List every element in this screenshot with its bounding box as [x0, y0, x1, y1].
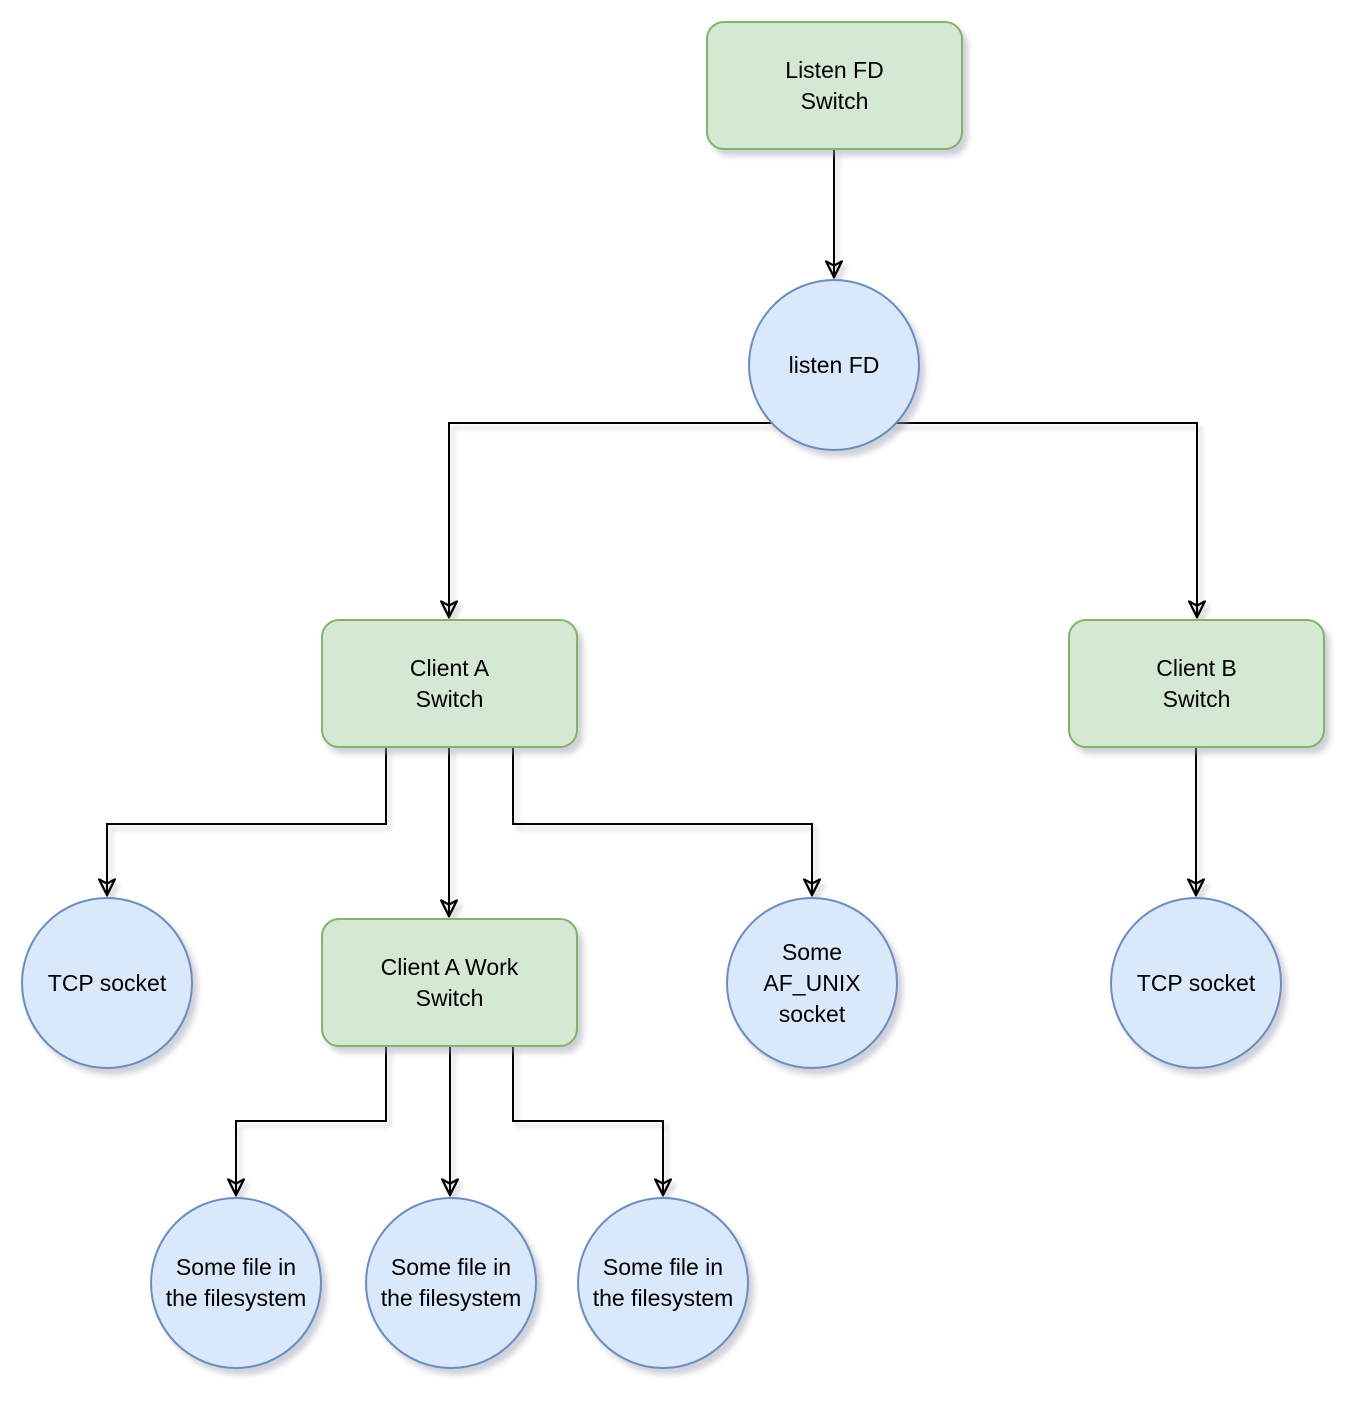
node-client-a-work-switch: Client A Work Switch	[321, 918, 578, 1047]
node-label: Switch	[1162, 685, 1231, 712]
node-label: Some file in	[602, 1254, 724, 1280]
node-label: Client A Work	[380, 953, 519, 980]
node-client-b-switch: Client B Switch	[1068, 619, 1325, 748]
node-label: Client B	[1156, 654, 1237, 681]
connector-client-a-switch-to-tcp-socket-a	[107, 748, 387, 894]
node-tcp-socket-b: TCP socket	[1110, 897, 1282, 1069]
node-label: the filesystem	[380, 1285, 522, 1311]
node-tcp-socket-a: TCP socket	[21, 897, 193, 1069]
node-label: the filesystem	[592, 1285, 734, 1311]
node-label: Some file in	[175, 1254, 297, 1280]
node-label: Switch	[800, 87, 869, 114]
node-file-3: Some file in the filesystem	[577, 1197, 749, 1369]
connector-client-a-work-switch-to-file-1	[236, 1047, 387, 1194]
node-label: Client A	[409, 654, 490, 681]
node-listen-fd-switch: Listen FD Switch	[706, 21, 963, 150]
node-label: Switch	[415, 685, 484, 712]
connector-client-a-work-switch-to-file-3	[512, 1047, 663, 1194]
node-client-a-switch: Client A Switch	[321, 619, 578, 748]
connector-listen-fd-to-client-a-switch	[449, 422, 834, 616]
connector-listen-fd-to-client-b-switch	[834, 422, 1197, 616]
node-label: Listen FD	[785, 56, 884, 83]
node-label: AF_UNIX	[763, 969, 861, 996]
node-label: the filesystem	[165, 1285, 307, 1311]
node-file-2: Some file in the filesystem	[365, 1197, 537, 1369]
node-label: TCP socket	[1136, 969, 1256, 996]
connector-client-a-switch-to-af-unix-socket	[512, 748, 812, 894]
node-label: Some	[781, 938, 843, 965]
node-label: socket	[778, 1000, 846, 1027]
node-af-unix-socket: Some AF_UNIX socket	[726, 897, 898, 1069]
node-label: Switch	[415, 984, 484, 1011]
node-label: TCP socket	[47, 969, 167, 996]
node-label: Some file in	[390, 1254, 512, 1280]
node-label: listen FD	[788, 351, 880, 378]
node-file-1: Some file in the filesystem	[150, 1197, 322, 1369]
node-listen-fd: listen FD	[748, 279, 920, 451]
